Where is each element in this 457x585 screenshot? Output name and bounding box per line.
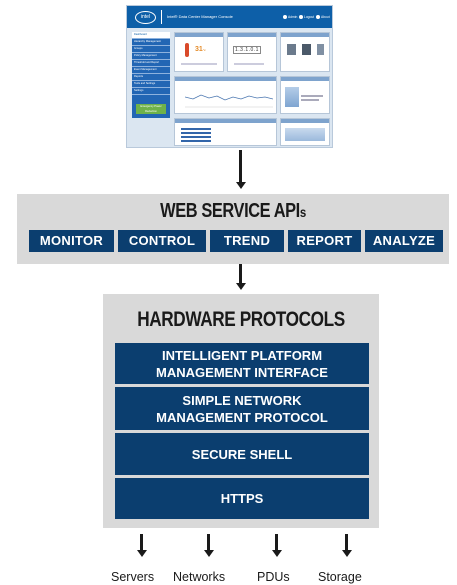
emergency-power-button[interactable]: Emergency Power Reduction [136,104,166,114]
header-divider [161,10,162,24]
https-box: HTTPS [115,478,369,519]
temperature-value: 31°c [195,46,206,53]
counter-value: 1.3.1.0.1 [233,46,261,54]
snmp-line1: SIMPLE NETWORK [182,392,302,408]
api-title: WEB SERVICE APIs [160,200,306,222]
ssh-box: SECURE SHELL [115,433,369,475]
nav-about[interactable]: About [316,15,330,20]
console-screenshot: intel Intel® Data Center Manager Console… [126,5,333,148]
arrow-servers [140,534,143,551]
nav-admin[interactable]: Admin [283,15,298,20]
sidebar-item-events[interactable]: Event Management [132,67,170,74]
summary-panel [280,118,330,146]
arrow-head-storage [341,550,352,557]
sidebar-item-policy[interactable]: Policy Management [132,53,170,60]
control-pill: CONTROL [118,230,206,252]
arrow-head-1 [235,182,246,189]
sidebar-item-groups[interactable]: Groups [132,46,170,53]
web-service-api-band [17,194,449,264]
arrow-head-2 [235,283,246,290]
protocols-title: HARDWARE PROTOCOLS [137,308,345,331]
nav-logout[interactable]: Logout [299,15,315,20]
sidebar-item-threshold[interactable]: Threshold and Report [132,60,170,67]
arrow-api-to-protocols [239,264,242,284]
power-trend-panel [174,76,277,114]
power-trend-chart [185,94,273,108]
arrow-networks [207,534,210,551]
monitor-pill: MONITOR [29,230,114,252]
analyze-pill: ANALYZE [365,230,443,252]
target-pdus: PDUs [257,570,290,584]
console-sidebar: Dashboard Hierarchy Management Groups Po… [132,32,170,118]
counter-panel: 1.3.1.0.1 [227,32,277,72]
target-storage: Storage [318,570,362,584]
logout-icon [299,15,303,20]
sidebar-item-settings[interactable]: Settings [132,88,170,95]
nav-about-label: About [321,15,330,19]
rack-icon [302,44,311,55]
ipmi-line2: MANAGEMENT INTERFACE [156,364,328,380]
report-pill: REPORT [288,230,361,252]
sidebar-item-tools[interactable]: Tools and Settings [132,81,170,88]
events-panel [174,118,277,146]
devices-panel [280,32,330,72]
trend-pill: TREND [210,230,284,252]
arrow-pdus [275,534,278,551]
about-icon [316,15,320,20]
capacity-panel [280,76,330,114]
console-title: Intel® Data Center Manager Console [167,14,233,19]
arrow-head-networks [203,550,214,557]
arrow-screenshot-to-api [239,150,242,183]
admin-icon [283,15,287,20]
intel-logo: intel [135,11,156,24]
arrow-storage [345,534,348,551]
device-icon [317,44,324,55]
server-icon [287,44,296,55]
nav-logout-label: Logout [304,15,315,19]
console-header: intel Intel® Data Center Manager Console… [127,6,332,28]
snmp-line2: MANAGEMENT PROTOCOL [156,409,328,425]
target-servers: Servers [111,570,155,584]
sidebar-item-dashboard[interactable]: Dashboard [132,32,170,39]
temperature-panel: 31°c [174,32,224,72]
ipmi-line1: INTELLIGENT PLATFORM [161,347,323,363]
target-networks: Networks [173,570,226,584]
arrow-head-servers [136,550,147,557]
https-label: HTTPS [220,491,264,506]
sidebar-item-hierarchy[interactable]: Hierarchy Management [132,39,170,46]
ssh-label: SECURE SHELL [191,446,293,462]
thermometer-icon [185,43,189,57]
sidebar-item-reports[interactable]: Reports [132,74,170,81]
nav-admin-label: Admin [288,15,298,19]
arrow-head-pdus [271,550,282,557]
